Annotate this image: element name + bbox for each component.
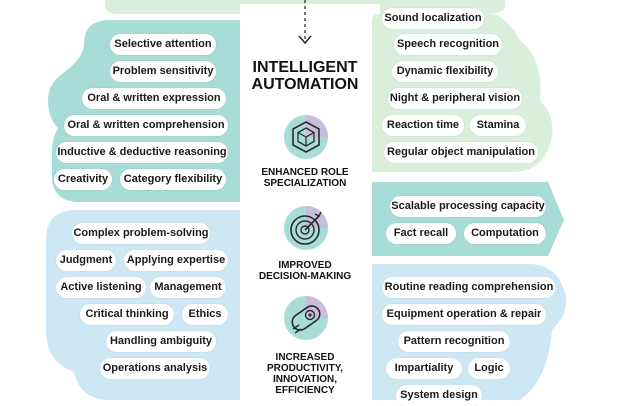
pill-handling-ambiguity: Handling ambiguity [106,331,216,352]
benefit-line: ENHANCED ROLE [261,167,349,178]
benefit-line: INCREASED [275,352,335,363]
benefit-line: EFFICIENCY [275,385,335,396]
pill-logic: Logic [468,358,510,379]
pill-speech-recognition: Speech recognition [394,34,502,55]
pill-complex-problem-solving: Complex problem-solving [72,223,210,244]
benefit-decision-making: IMPROVED DECISION-MAKING [244,260,366,282]
pill-dynamic-flexibility: Dynamic flexibility [392,61,498,82]
center-column [240,10,370,400]
pill-creativity: Creativity [54,169,112,190]
benefit-line: DECISION-MAKING [258,271,352,282]
pill-system-design: System design [396,385,482,406]
pill-reaction-time: Reaction time [382,115,464,136]
center-title-line1: INTELLIGENT [252,59,358,76]
pill-category-flexibility: Category flexibility [120,169,226,190]
pill-ethics: Ethics [182,304,228,325]
benefit-line: SPECIALIZATION [263,178,347,189]
center-title: INTELLIGENT AUTOMATION [240,59,370,93]
pill-management: Management [150,277,226,298]
pill-night-peripheral-vision: Night & peripheral vision [388,88,522,109]
benefit-role-specialization: ENHANCED ROLE SPECIALIZATION [244,167,366,189]
pill-scalable-processing-capacity: Scalable processing capacity [390,196,546,217]
pill-active-listening: Active listening [56,277,146,298]
benefit-line: IMPROVED [278,260,332,271]
benefit-line: INNOVATION, [272,374,338,385]
pill-equipment-operation-repair: Equipment operation & repair [382,304,546,325]
pill-regular-object-manipulation: Regular object manipulation [384,142,538,163]
pill-operations-analysis: Operations analysis [100,358,210,379]
pill-inductive-deductive-reasoning: Inductive & deductive reasoning [56,142,228,163]
pill-impartiality: Impartiality [386,358,462,379]
pill-computation: Computation [464,223,546,244]
pill-selective-attention: Selective attention [110,34,216,55]
pill-problem-sensitivity: Problem sensitivity [110,61,216,82]
target-icon [284,206,328,250]
arrow-head-icon [298,35,312,45]
pill-oral-written-expression: Oral & written expression [82,88,226,109]
pill-pattern-recognition: Pattern recognition [398,331,510,352]
pill-stamina: Stamina [470,115,526,136]
pill-sound-localization: Sound localization [382,8,484,29]
pill-fact-recall: Fact recall [386,223,456,244]
gear-speed-icon [284,296,328,340]
benefit-line: PRODUCTIVITY, [266,363,344,374]
center-title-line2: AUTOMATION [251,76,359,93]
benefit-productivity: INCREASED PRODUCTIVITY, INNOVATION, EFFI… [244,352,366,396]
right-teal-region [372,182,564,256]
pill-applying-expertise: Applying expertise [124,250,228,271]
cube-icon [284,115,328,159]
pill-oral-written-comprehension: Oral & written comprehension [64,115,228,136]
pill-routine-reading-comprehension: Routine reading comprehension [382,277,556,298]
pill-judgment: Judgment [56,250,116,271]
pill-critical-thinking: Critical thinking [80,304,174,325]
